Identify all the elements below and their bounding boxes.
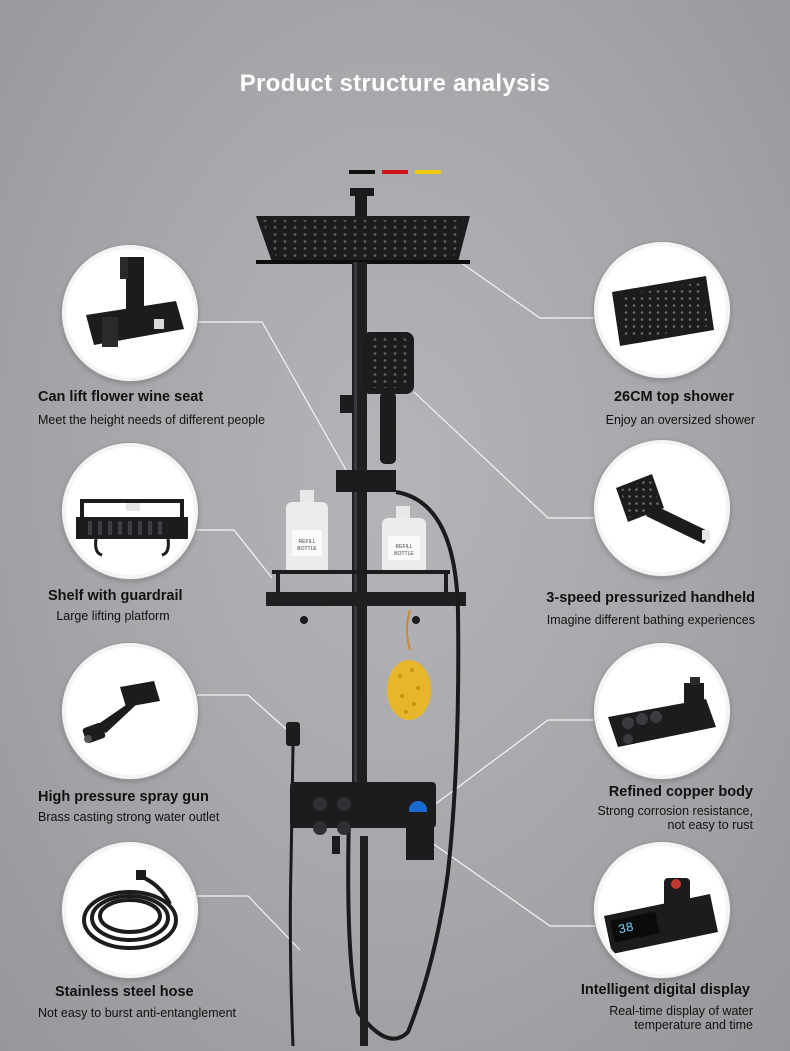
copper-body-icon — [594, 643, 730, 779]
handheld-desc: Imagine different bathing experiences — [546, 613, 755, 627]
top-shower-desc: Enjoy an oversized shower — [605, 413, 755, 427]
digital-display-icon: 38 — [594, 842, 730, 978]
shelf-icon — [62, 443, 198, 579]
bottle-label-4: BOTTLE — [394, 551, 414, 557]
bottle-label-1: REFILL — [299, 539, 316, 545]
handheld-title: 3-speed pressurized handheld — [546, 590, 755, 606]
mixer-valve — [290, 782, 436, 1046]
flag-stripe-black — [349, 170, 375, 174]
hose-title: Stainless steel hose — [55, 984, 194, 1000]
shelf-desc: Large lifting platform — [56, 609, 170, 623]
spray-gun-icon — [62, 643, 198, 779]
connector-digital-display — [417, 832, 600, 927]
connector-top-shower — [459, 261, 600, 319]
shelf-title: Shelf with guardrail — [48, 588, 183, 604]
shelf — [266, 570, 466, 624]
copper-body-desc-2: not easy to rust — [667, 818, 753, 832]
connector-copper-body — [429, 719, 600, 809]
wine-seat-icon — [62, 245, 198, 381]
copper-body-desc-1: Strong corrosion resistance, — [597, 804, 753, 818]
digital-display-desc-2: temperature and time — [634, 1018, 753, 1032]
flag-stripe-yellow — [415, 170, 441, 174]
handheld-icon — [594, 440, 730, 576]
flag-stripe-red — [382, 170, 408, 174]
bottle-label-2: BOTTLE — [297, 546, 317, 552]
connector-handheld — [413, 391, 600, 519]
spray-gun — [286, 722, 300, 1047]
handheld-shower — [362, 332, 414, 464]
display-reading: 38 — [617, 919, 635, 937]
digital-display-title: Intelligent digital display — [580, 982, 750, 998]
top-shower-title: 26CM top shower — [613, 389, 734, 405]
hose-desc: Not easy to burst anti-entanglement — [38, 1006, 237, 1020]
bottle-label-3: REFILL — [396, 544, 413, 550]
spray-gun-title: High pressure spray gun — [38, 789, 209, 805]
connector-wine-seat — [190, 321, 347, 471]
spray-gun-desc: Brass casting strong water outlet — [38, 810, 220, 824]
page-title: Product structure analysis — [239, 70, 551, 97]
hose-icon — [62, 842, 198, 978]
wine-seat-desc: Meet the height needs of different peopl… — [38, 413, 266, 427]
top-shower-icon — [594, 242, 730, 378]
top-shower-head — [256, 216, 470, 264]
copper-body-title: Refined copper body — [608, 784, 753, 800]
bottles: REFILL BOTTLE REFILL BOTTLE — [286, 490, 426, 574]
connector-hose — [190, 895, 301, 951]
wine-seat-title: Can lift flower wine seat — [38, 389, 204, 405]
digital-display-desc-1: Real-time display of water — [609, 1004, 753, 1018]
connector-shelf — [190, 529, 273, 579]
connector-spray-gun — [190, 694, 296, 738]
